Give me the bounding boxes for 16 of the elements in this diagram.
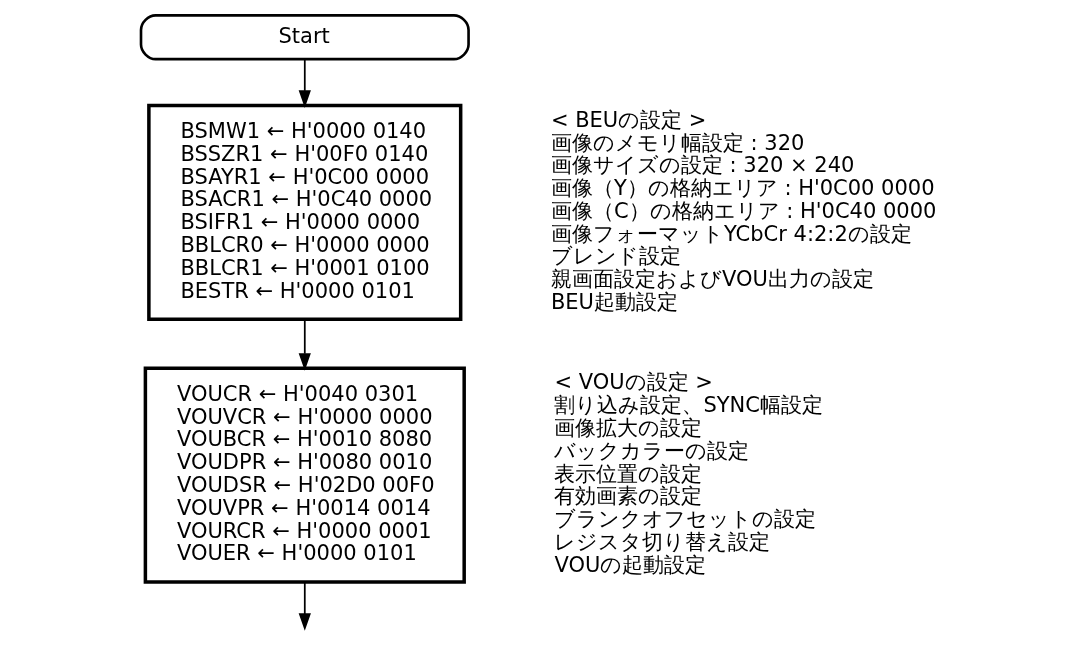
node-label: ブレンド設定	[550, 243, 681, 269]
node-label: 有効画素の設定	[554, 483, 703, 509]
node-label: < BEUの設定 >	[550, 106, 707, 132]
node-box: Start	[139, 14, 470, 61]
node-label: 画像サイズの設定 : 320 × 240	[550, 152, 855, 178]
node-box: BSMW1 ← H'0000 0140 BSSZR1 ← H'00F0 0140 BSAYR1 ← H'0C00 0000 BSACR1 ← H'0C40 0000 BSIFR1 ← H'0000 0000 BBLCR0 ← H'0000 0000 BBLCR1 ← H'0001 0100 BESTR ← H'0000 0101	[147, 103, 463, 321]
node-label: < VOUの設定 >	[554, 369, 713, 395]
arrow	[298, 581, 311, 631]
node-box: VOUCR ← H'0040 0301 VOUVCR ← H'0000 0000 VOUBCR ← H'0010 8080 VOUDPR ← H'0080 0010 VOUDSR ← H'02D0 00F0 VOUVPR ← H'0014 0014 VOURCR ← H'0000 0001 VOUER ← H'0000 0101	[143, 366, 466, 584]
node-label: 画像（Y）の格納エリア : H'0C00 0000	[550, 175, 935, 201]
node-label: VOUの起動設定	[554, 551, 707, 577]
node-label: 画像のメモリ幅設定 : 320	[550, 129, 805, 155]
arrow	[298, 58, 311, 108]
arrow	[298, 318, 311, 371]
node-label: 割り込み設定、SYNC幅設定	[554, 392, 823, 418]
node-label: 表示位置の設定	[554, 460, 703, 486]
